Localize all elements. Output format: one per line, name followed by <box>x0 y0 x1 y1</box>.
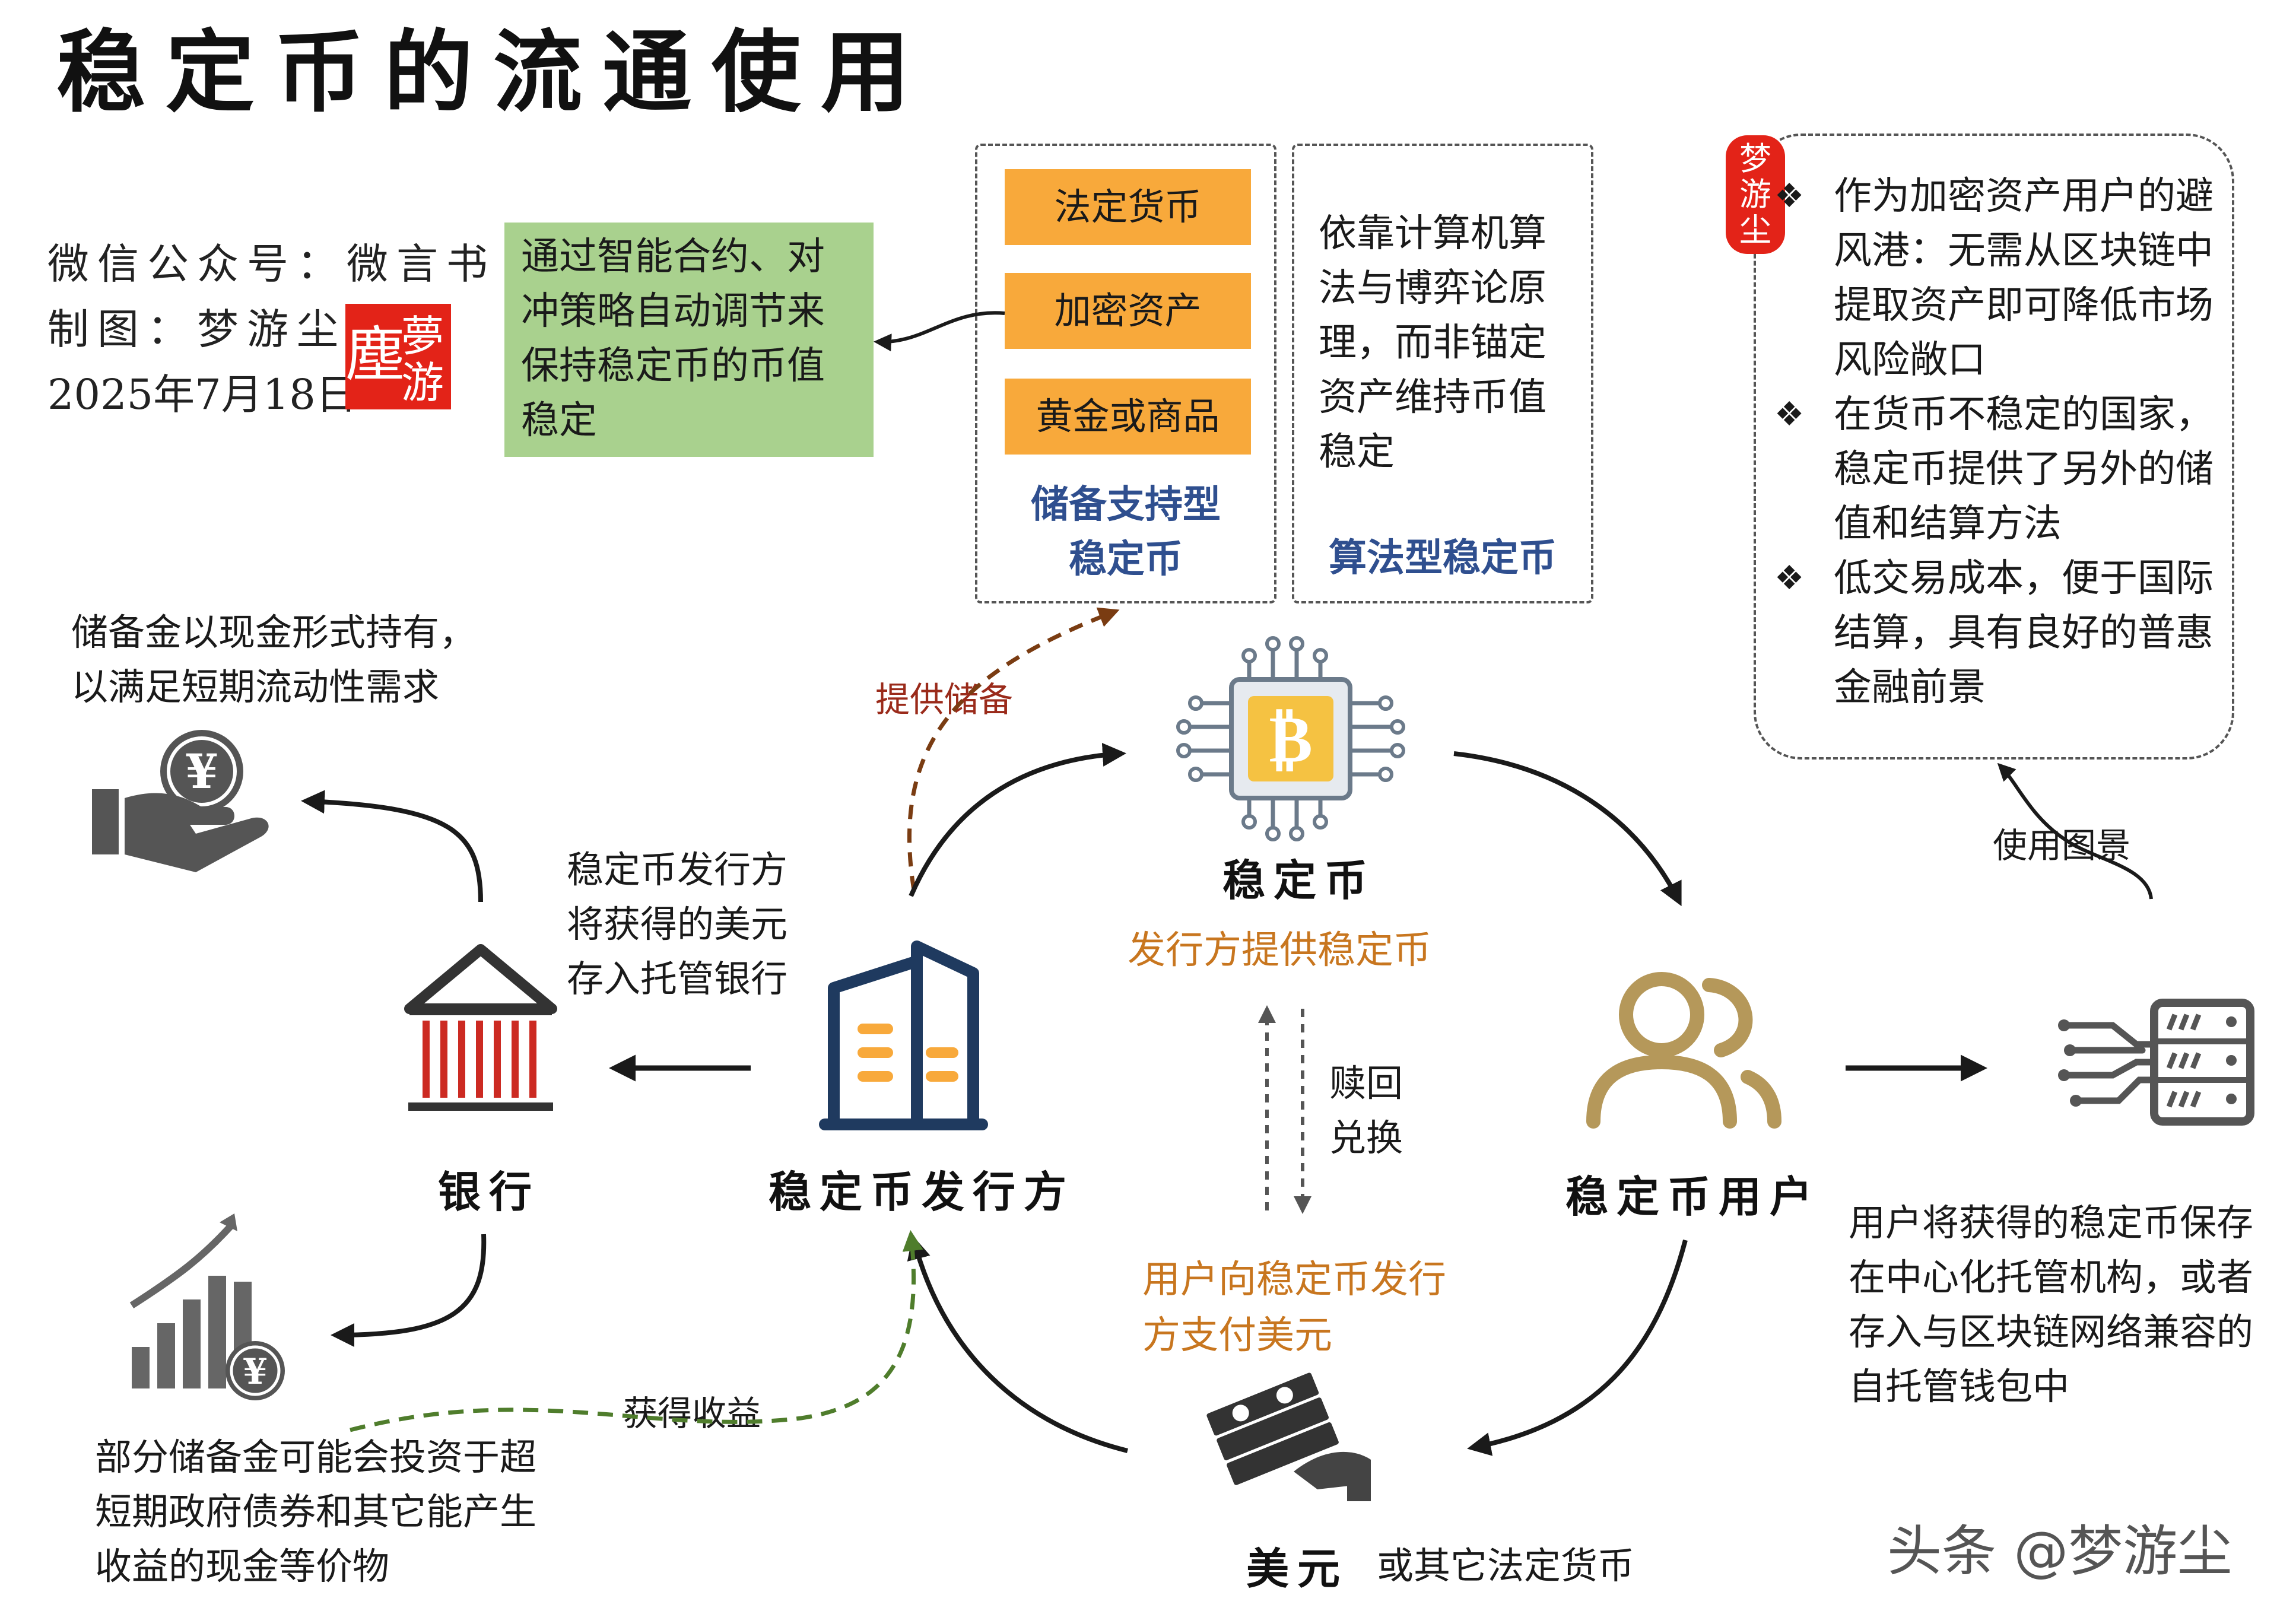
vertical-seal: 梦 游 尘 <box>1726 135 1785 254</box>
deposit-note-line2: 将获得的美元 <box>567 903 788 946</box>
credit-wechat: 微信公众号：微言书 <box>47 240 496 288</box>
svg-text:¥: ¥ <box>185 743 218 799</box>
vertical-seal-char-3: 尘 <box>1739 211 1771 249</box>
seal-char-top: 夢 <box>401 312 444 361</box>
algorithmic-text: 依靠计算机算法与博弈论原理，而非锚定资产维持币值稳定 <box>1319 212 1546 474</box>
bitcoin-chip-icon: ₿ <box>1176 636 1405 841</box>
arrow-to-use-cases <box>1997 762 2153 900</box>
usd-suffix-label: 或其它法定货币 <box>1377 1544 1635 1587</box>
issuer-label: 稳定币发行方 <box>768 1167 1075 1217</box>
invest-note-line2: 短期政府债券和其它能产生 <box>95 1490 537 1533</box>
custody-note-line2: 在中心化托管机构，或者 <box>1849 1256 2254 1299</box>
user-pays-note-line1: 用户向稳定币发行 <box>1142 1258 1446 1302</box>
custody-note-line1: 用户将获得的稳定币保存 <box>1849 1201 2254 1244</box>
server-network-icon <box>2058 999 2254 1126</box>
bank-label: 银行 <box>438 1167 541 1217</box>
algorithmic-box <box>1292 144 1593 603</box>
diamond-bullet-icon: ❖ <box>1774 559 1805 598</box>
reserve-backed-label-line2: 稳定币 <box>1069 537 1183 582</box>
reserve-mechanism-box: 通过智能合约、对冲策略自动调节来保持稳定币的币值稳定 <box>504 223 874 457</box>
use-case-item: ❖ 在货币不稳定的国家，稳定币提供了另外的储值和结算方法 <box>1774 387 2214 551</box>
use-case-text-3: 低交易成本，便于国际结算，具有良好的普惠金融前景 <box>1834 557 2214 710</box>
custody-note-line4: 自托管钱包中 <box>1849 1365 2070 1408</box>
seal-char-side: 塵 <box>345 320 405 389</box>
author-seal: 塵 夢 游 <box>345 304 451 409</box>
cash-reserve-note: 储备金以现金形式持有， 以满足短期流动性需求 <box>71 605 476 714</box>
reserve-item-fiat: 法定货币 <box>1005 169 1251 245</box>
building-icon <box>819 940 988 1130</box>
custody-note-line3: 存入与区块链网络兼容的 <box>1849 1310 2254 1353</box>
invest-note-line3: 收益的现金等价物 <box>95 1545 390 1588</box>
arrow-issuer-to-stablecoin <box>909 742 1126 897</box>
earn-income-label: 获得收益 <box>617 1386 767 1435</box>
use-case-list: ❖ 作为加密资产用户的避风港：无需从区块链中提取资产即可降低市场风险敞口 ❖ 在… <box>1774 169 2214 715</box>
algorithmic-label: 算法型稳定币 <box>1329 536 1557 580</box>
credit-date: 2025年7月18日 <box>47 370 357 419</box>
credit-author: 制图：梦游尘 <box>47 305 347 354</box>
coin-hand-icon: ¥ <box>92 730 269 872</box>
vertical-seal-char-2: 游 <box>1739 176 1771 213</box>
redeem-label-line1: 赎回 <box>1329 1062 1403 1105</box>
seal-char-bottom: 游 <box>401 358 444 408</box>
reserve-mechanism-text: 通过智能合约、对冲策略自动调节来保持稳定币的币值稳定 <box>521 235 825 443</box>
use-case-panel <box>1754 134 2234 760</box>
reserve-item-crypto: 加密资产 <box>1005 273 1251 349</box>
arrow-users-to-usd <box>1467 1239 1688 1456</box>
reserve-backed-box <box>975 144 1276 603</box>
use-case-item: ❖ 作为加密资产用户的避风港：无需从区块链中提取资产即可降低市场风险敞口 <box>1774 169 2214 387</box>
bank-icon <box>404 944 557 1111</box>
watermark: 头条 @梦游尘 <box>1887 1520 2233 1583</box>
reserve-backed-label-line1: 储备支持型 <box>1031 482 1221 527</box>
use-case-text-2: 在货币不稳定的国家，稳定币提供了另外的储值和结算方法 <box>1834 393 2214 546</box>
arrow-provide-reserve <box>907 607 1120 891</box>
diamond-bullet-icon: ❖ <box>1774 177 1805 215</box>
invest-note: 部分储备金可能会投资于超 短期政府债券和其它能产生 收益的现金等价物 <box>95 1430 536 1594</box>
provide-reserve-label: 提供储备 <box>875 679 1014 720</box>
use-case-text-1: 作为加密资产用户的避风港：无需从区块链中提取资产即可降低市场风险敞口 <box>1834 174 2214 382</box>
users-icon <box>1586 972 1781 1129</box>
user-pays-note: 用户向稳定币发行 方支付美元 <box>1142 1252 1446 1364</box>
use-case-item: ❖ 低交易成本，便于国际结算，具有良好的普惠金融前景 <box>1774 551 2214 715</box>
issuer-provides-note: 发行方提供稳定币 <box>1128 929 1431 973</box>
custody-note: 用户将获得的稳定币保存 在中心化托管机构，或者 存入与区块链网络兼容的 自托管钱… <box>1849 1196 2253 1414</box>
cash-reserve-note-line1: 储备金以现金形式持有， <box>71 611 477 654</box>
deposit-note-line1: 稳定币发行方 <box>567 848 788 891</box>
credit-block: 微信公众号：微言书 制图：梦游尘 2025年7月18日 <box>47 231 496 427</box>
users-label: 稳定币用户 <box>1565 1171 1821 1222</box>
svg-text:¥: ¥ <box>243 1351 268 1393</box>
deposit-note: 稳定币发行方 将获得的美元 存入托管银行 <box>567 843 787 1006</box>
money-stack-icon <box>1206 1372 1371 1501</box>
arrow-bank-to-invest <box>331 1234 487 1347</box>
reserve-backed-label: 储备支持型 稳定币 <box>975 478 1276 587</box>
cash-reserve-note-line2: 以满足短期流动性需求 <box>71 665 440 708</box>
arrow-bank-to-cash <box>301 790 483 903</box>
usd-label: 美元 <box>1246 1543 1349 1594</box>
arrow-earn-income <box>350 1230 923 1432</box>
vertical-seal-char-1: 梦 <box>1739 140 1771 177</box>
arrow-stablecoin-to-users <box>1453 751 1682 907</box>
deposit-note-line3: 存入托管银行 <box>567 957 788 1000</box>
diamond-bullet-icon: ❖ <box>1774 395 1805 434</box>
stablecoin-label: 稳定币 <box>1222 855 1376 905</box>
arrow-usd-to-issuer <box>907 1235 1128 1453</box>
growth-chart-icon: ¥ <box>129 1213 285 1400</box>
arrow-crypto-to-mechanism <box>874 311 1005 352</box>
user-pays-note-line2: 方支付美元 <box>1142 1314 1332 1358</box>
redeem-label: 赎回 兑换 <box>1329 1056 1403 1165</box>
redeem-label-line2: 兑换 <box>1329 1116 1403 1159</box>
invest-note-line1: 部分储备金可能会投资于超 <box>95 1435 537 1479</box>
reserve-item-gold: 黄金或商品 <box>1005 379 1251 455</box>
svg-text:₿: ₿ <box>1269 700 1312 777</box>
page-title: 稳定币的流通使用 <box>56 20 931 125</box>
